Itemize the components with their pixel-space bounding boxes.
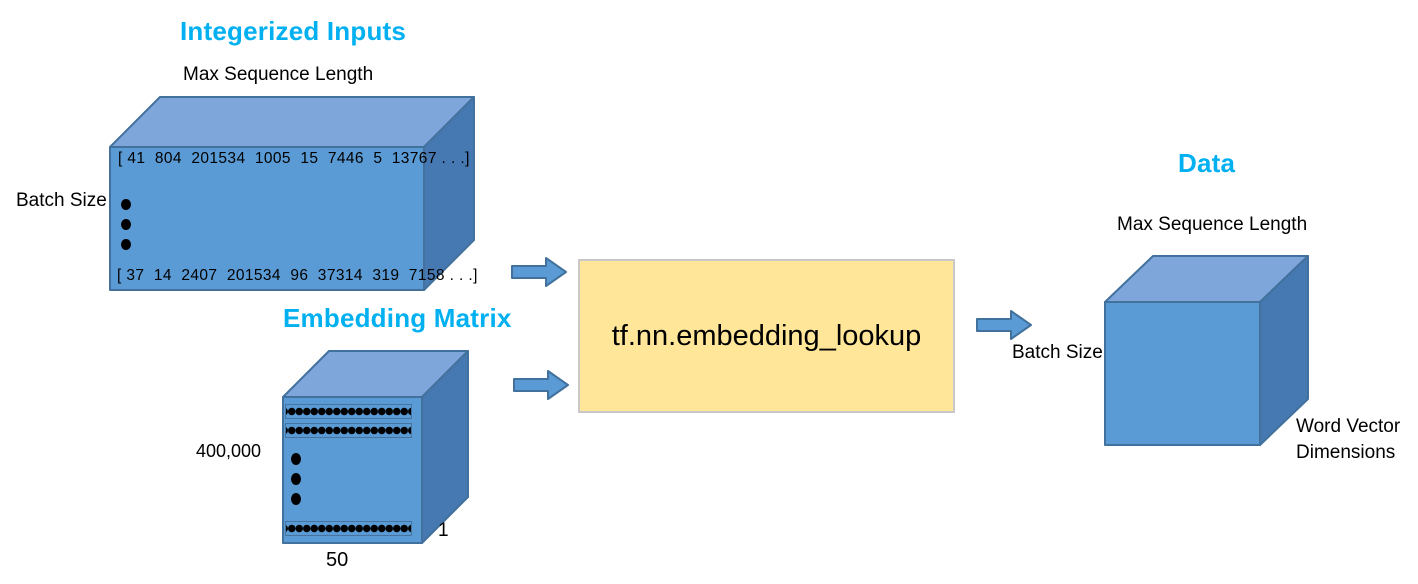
arrow-inputs-to-lookup-icon: [511, 257, 567, 287]
word-vector-line: Word Vector: [1296, 416, 1401, 437]
embedding-depth-label: 1: [438, 520, 449, 541]
embedding-matrix-cube: [282, 350, 469, 544]
embedding-row-vector-last: [285, 521, 412, 536]
inputs-first-row-values: [ 41 804 201534 1005 15 7446 5 13767 . .…: [118, 150, 470, 167]
embedding-lookup-op-box: tf.nn.embedding_lookup: [578, 259, 955, 413]
inputs-batch-size-label: Batch Size: [16, 190, 107, 211]
output-max-sequence-length-label: Max Sequence Length: [1117, 214, 1308, 235]
dot: [121, 199, 131, 210]
output-word-vector-dimensions-label: Word Vector Dimensions: [1296, 414, 1400, 466]
dimensions-line: Dimensions: [1296, 442, 1396, 463]
dot: [121, 239, 131, 250]
dot: [121, 219, 131, 230]
output-data-cube: [1104, 255, 1309, 446]
arrow-matrix-to-lookup-icon: [513, 370, 569, 400]
integerized-inputs-cube: [109, 96, 475, 291]
arrow-lookup-to-data-icon: [976, 310, 1032, 340]
embedding-matrix-title: Embedding Matrix: [283, 303, 512, 333]
dot: [291, 493, 301, 505]
integerized-inputs-title: Integerized Inputs: [180, 16, 407, 46]
embedding-lookup-op-label: tf.nn.embedding_lookup: [611, 319, 922, 352]
output-batch-size-label: Batch Size: [1012, 342, 1103, 363]
dot: [291, 453, 301, 465]
embedding-rows-count-label: 400,000: [196, 441, 262, 461]
embedding-row-vector-1: [285, 404, 412, 419]
inputs-last-row-values: [ 37 14 2407 201534 96 37314 319 7158 . …: [117, 267, 478, 284]
output-data-title: Data: [1178, 148, 1236, 178]
inputs-max-sequence-length-label: Max Sequence Length: [183, 64, 374, 85]
inputs-ellipsis-dots: [121, 199, 131, 259]
embedding-ellipsis-dots: [291, 453, 301, 513]
embedding-row-vector-2: [285, 423, 412, 438]
dot: [291, 473, 301, 485]
embedding-cols-count-label: 50: [326, 549, 349, 571]
